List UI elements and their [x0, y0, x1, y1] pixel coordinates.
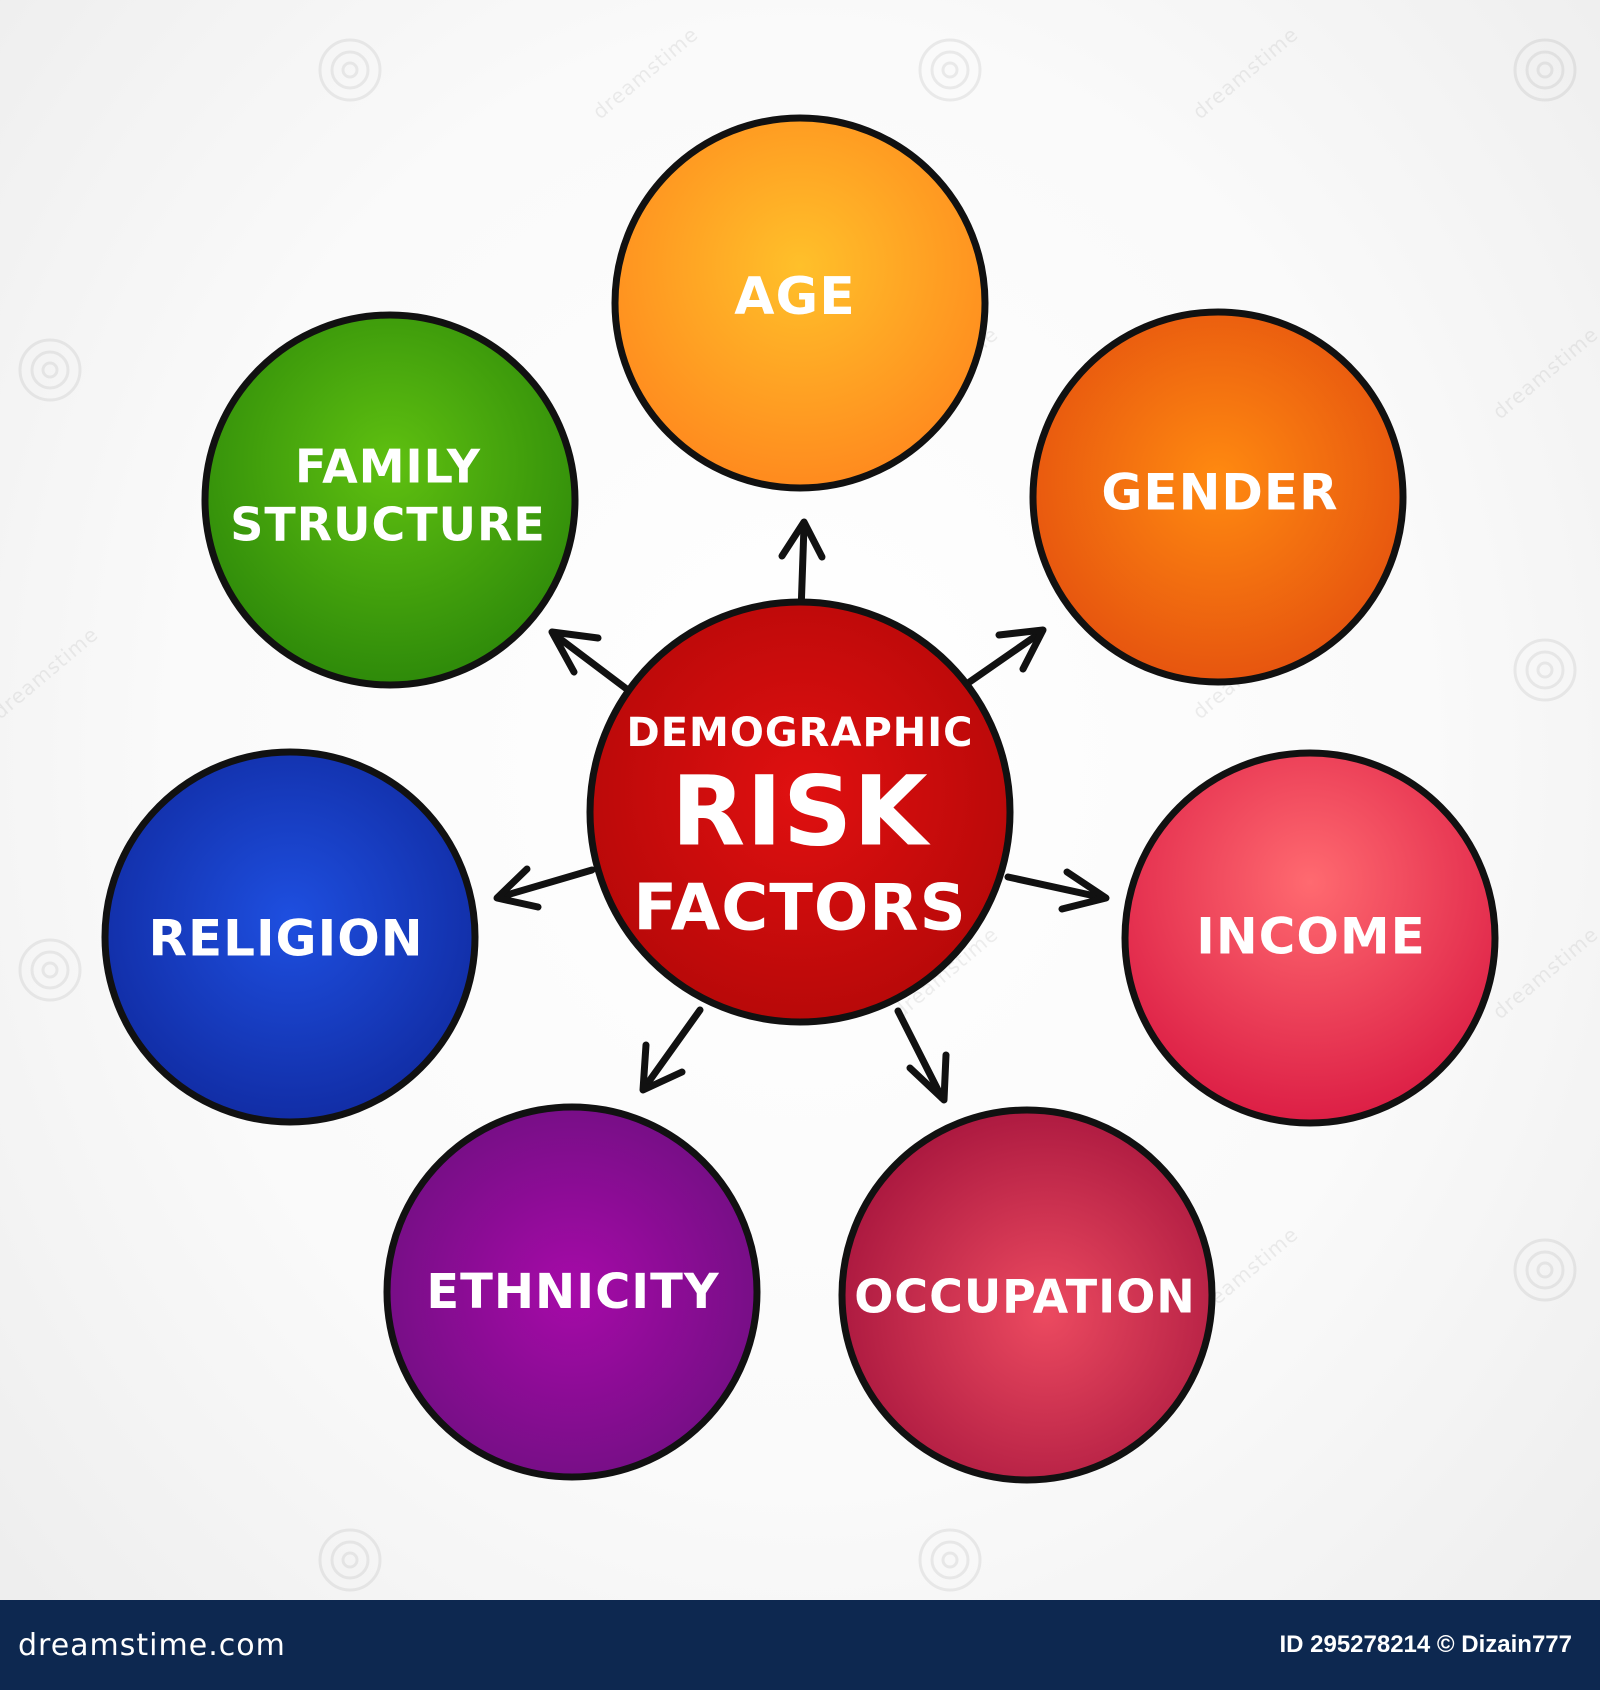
watermark-swirl-icon	[918, 38, 982, 102]
node-occupation: OCCUPATION	[838, 1106, 1216, 1484]
node-occupation-label: OCCUPATION	[854, 1270, 1196, 1324]
center-title-line3: FACTORS	[633, 872, 966, 946]
watermark-text: dreamstime	[1188, 22, 1303, 124]
arrow-to-religion	[493, 865, 596, 911]
node-family-structure-label-line2: STRUCTURE	[230, 498, 546, 552]
arrow-to-age	[778, 518, 826, 616]
watermark-swirl-icon	[18, 938, 82, 1002]
arrows	[493, 518, 1110, 1104]
watermark-swirl-icon	[918, 1528, 982, 1592]
arrow-to-ethnicity	[639, 1006, 704, 1094]
mind-map-diagram: dreamstime dreamstime dreamstime dreamst…	[0, 22, 1600, 1592]
watermark-text: dreamstime	[0, 622, 103, 724]
node-religion-label: RELIGION	[148, 910, 423, 968]
node-age: AGE	[611, 114, 989, 492]
node-family-structure-label-line1: FAMILY	[295, 440, 481, 494]
arrow-to-gender	[954, 626, 1047, 694]
node-ethnicity: ETHNICITY	[383, 1103, 761, 1481]
node-gender-label: GENDER	[1101, 464, 1338, 522]
footer-image-credit: ID 295278214 © Dizain777	[1279, 1631, 1572, 1658]
watermark-swirl-icon	[318, 38, 382, 102]
center-title-line1: DEMOGRAPHIC	[627, 710, 974, 756]
watermark-swirl-icon	[1513, 38, 1577, 102]
node-occupation-circle	[838, 1106, 1216, 1484]
arrow-to-occupation	[894, 1007, 950, 1104]
watermark-text: dreamstime	[1488, 322, 1600, 424]
node-age-label: AGE	[734, 267, 855, 327]
center-node-circle	[586, 598, 1014, 1026]
node-ethnicity-circle	[383, 1103, 761, 1481]
watermark-swirl-icon	[18, 338, 82, 402]
center-node: DEMOGRAPHIC RISK FACTORS	[586, 598, 1014, 1026]
watermark-text: dreamstime	[588, 22, 703, 124]
node-income: INCOME	[1121, 749, 1499, 1127]
node-income-label: INCOME	[1196, 908, 1426, 966]
node-age-circle	[611, 114, 989, 492]
arrow-to-income	[1004, 868, 1110, 913]
node-gender-circle	[1029, 308, 1407, 686]
node-income-circle	[1121, 749, 1499, 1127]
node-religion: RELIGION	[101, 748, 479, 1126]
watermark-text: dreamstime	[1488, 922, 1600, 1024]
watermark-swirl-icon	[318, 1528, 382, 1592]
node-family-structure-circle	[201, 311, 579, 689]
node-family-structure: FAMILY STRUCTURE	[201, 311, 579, 689]
arrow-to-family-structure	[548, 628, 632, 694]
node-gender: GENDER	[1029, 308, 1407, 686]
footer-bar: dreamstime.com ID 295278214 © Dizain777	[0, 1600, 1600, 1690]
watermark-swirl-icon	[1513, 638, 1577, 702]
node-ethnicity-label: ETHNICITY	[426, 1264, 720, 1320]
watermark-swirl-icon	[1513, 1238, 1577, 1302]
node-religion-circle	[101, 748, 479, 1126]
footer-site-name[interactable]: dreamstime.com	[18, 1627, 286, 1663]
center-title-line2: RISK	[671, 755, 931, 867]
